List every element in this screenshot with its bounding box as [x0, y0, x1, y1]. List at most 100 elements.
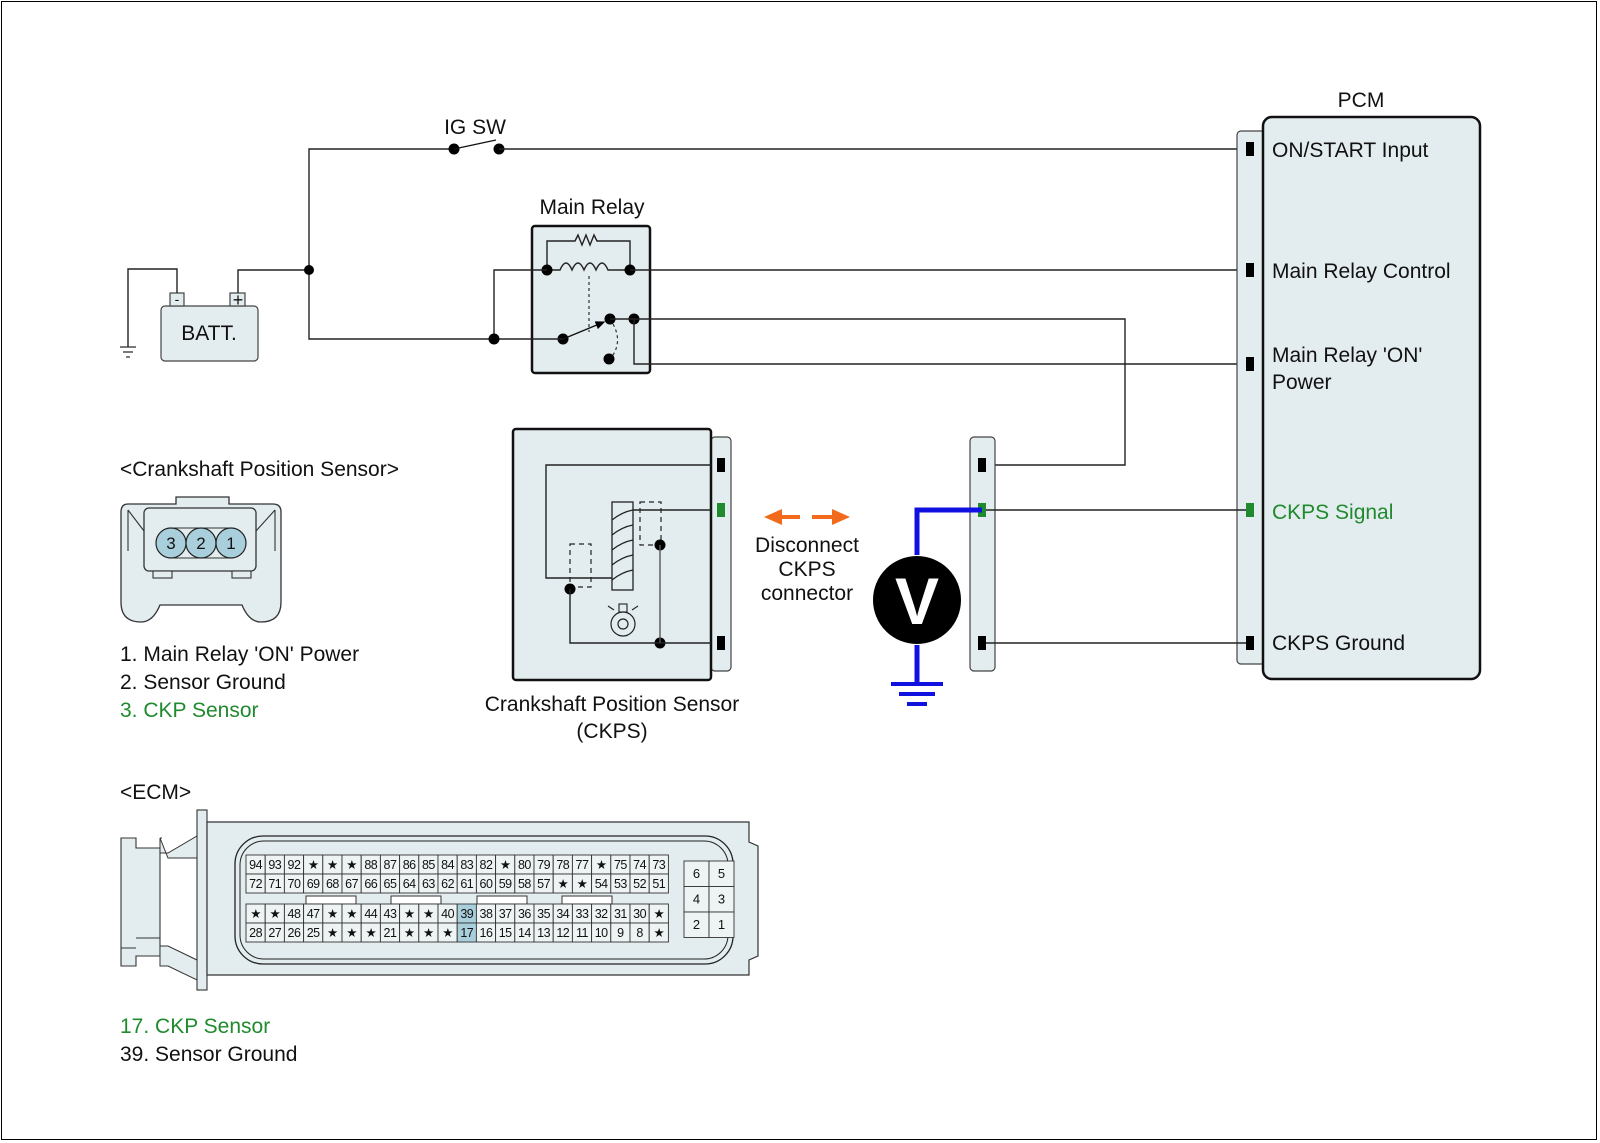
ecm-pin-number: 47 [307, 907, 320, 921]
ecm-pin-number: 78 [556, 858, 569, 872]
ig-switch-label: IG SW [444, 116, 506, 139]
ecm-pin-number: ★ [346, 907, 357, 921]
ckp-legend-item-highlight: 3. CKP Sensor [120, 699, 259, 722]
harness-connector[interactable] [969, 436, 996, 672]
ckp-connector-title: <Crankshaft Position Sensor> [120, 458, 399, 481]
ecm-pin-number: ★ [327, 926, 338, 940]
ig-switch[interactable] [448, 139, 505, 155]
ecm-pin-number: 80 [518, 858, 531, 872]
ecm-pin-number: ★ [423, 907, 434, 921]
ecm-pin-number: 79 [537, 858, 550, 872]
ecm-pin-number: ★ [269, 907, 280, 921]
ecm-pin-number: 51 [652, 877, 665, 891]
ecm-pin-number: 72 [249, 877, 262, 891]
ecm-pin-number: 32 [595, 907, 608, 921]
ecm-pin-number: 13 [537, 926, 550, 940]
ecm-pin-number: 75 [614, 858, 627, 872]
ecm-aux-pin-cell [683, 860, 710, 887]
ecm-pin-number: ★ [365, 926, 376, 940]
ecm-pin-number: 36 [518, 907, 531, 921]
ecm-pin-number: 38 [480, 907, 493, 921]
ecm-pin-number: 71 [268, 877, 281, 891]
ecm-pin-number: 54 [595, 877, 608, 891]
pcm-pin [1246, 357, 1254, 371]
ecm-pin-number: 28 [249, 926, 262, 940]
ecm-pin-number: ★ [327, 858, 338, 872]
sensor-power-wire [634, 318, 1126, 466]
ckp-pin-number: 3 [166, 534, 175, 553]
relay-coil-feed-wire [493, 269, 547, 339]
ecm-pin-cell [648, 922, 669, 943]
ecm-pin-number: 69 [307, 877, 320, 891]
ecm-pin-number: ★ [308, 858, 319, 872]
ecm-pin-number: 35 [537, 907, 550, 921]
ecm-pin-number: 63 [422, 877, 435, 891]
ecm-pin-number: 62 [441, 877, 454, 891]
ecm-pin-number: ★ [250, 907, 261, 921]
ecm-pin-number: 27 [268, 926, 281, 940]
junction-node [304, 265, 314, 275]
ecm-pin-number: 30 [633, 907, 646, 921]
ecm-pin-number: 74 [633, 858, 646, 872]
junction-node [488, 333, 500, 345]
ecm-pin-number: 65 [384, 877, 397, 891]
ecm-pin-number: ★ [404, 907, 415, 921]
ecm-pin-number: 21 [384, 926, 397, 940]
ecm-aux-pin-cell [708, 860, 735, 887]
ecm-pin-number: 64 [403, 877, 416, 891]
ckp-pin-number: 1 [226, 534, 235, 553]
voltmeter-icon [873, 556, 961, 644]
ecm-pin-number: 25 [307, 926, 320, 940]
ecm-pin-number: 14 [518, 926, 531, 940]
battery-neg-symbol: - [175, 291, 180, 307]
battery-ground-wire [127, 268, 178, 347]
instruction-text: connector [761, 582, 853, 605]
ecm-pin-number: 70 [288, 877, 301, 891]
pcm-body [1261, 115, 1482, 681]
ecm-pin-number: 53 [614, 877, 627, 891]
main-relay-on-power-wire [633, 319, 1246, 365]
voltmeter: V [873, 507, 982, 706]
reluctor-wheel-icon [607, 603, 639, 637]
ecm-pin-number: ★ [653, 926, 664, 940]
pcm-pin-label: Main Relay Control [1272, 260, 1451, 283]
ecm-pin-number: ★ [346, 926, 357, 940]
ecm-pin-number: ★ [557, 877, 568, 891]
ckp-pin-number: 2 [196, 534, 205, 553]
ecm-pin-number: 39 [460, 907, 473, 921]
ecm-pin-number: 31 [614, 907, 627, 921]
ecm-pin-number: 67 [345, 877, 358, 891]
ecm-pin-number: 17 [460, 926, 473, 940]
ecm-pin-number: 26 [288, 926, 301, 940]
ecm-pin-number: 73 [652, 858, 665, 872]
pcm-pin-label-ckps-signal: CKPS Signal [1272, 501, 1393, 524]
ig-feed-wire [308, 148, 454, 270]
meter-positive-lead [914, 507, 982, 555]
ecm-pin-number: 15 [499, 926, 512, 940]
pcm-pin [1246, 142, 1254, 156]
ecm-pin-number: 10 [595, 926, 608, 940]
ecm-pin-number: 44 [364, 907, 377, 921]
ecm-pin-number: 8 [636, 926, 643, 940]
ckps-label: Crankshaft Position Sensor [485, 693, 739, 716]
ecm-pin-number: ★ [346, 858, 357, 872]
ecm-pin-number: ★ [423, 926, 434, 940]
ecm-pin-number: 61 [460, 877, 473, 891]
ecm-pin-number: 68 [326, 877, 339, 891]
ecm-pin-number: 82 [480, 858, 493, 872]
battery-positive-wire [237, 269, 309, 293]
ckps-sensor [511, 427, 732, 682]
ecm-pin-number: 48 [288, 907, 301, 921]
harness-pin [978, 636, 986, 650]
ecm-pin-number: 77 [576, 858, 589, 872]
ecm-pin-number: 84 [441, 858, 454, 872]
pcm-pin-label: Main Relay 'ON' [1272, 344, 1422, 367]
pcm-label: PCM [1338, 89, 1385, 112]
relay-resistor [546, 233, 631, 270]
relay-coil [547, 262, 630, 272]
